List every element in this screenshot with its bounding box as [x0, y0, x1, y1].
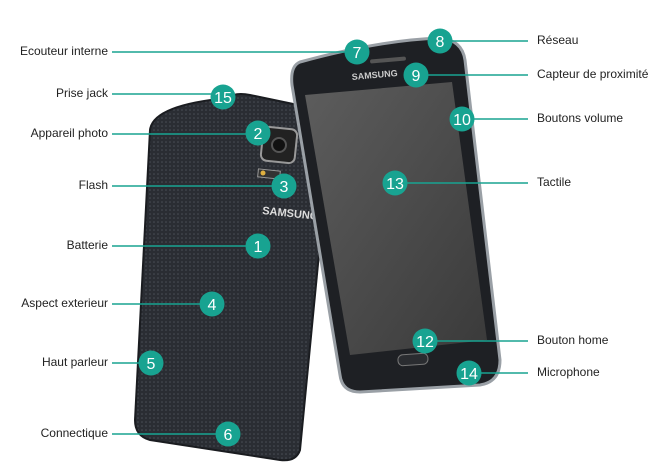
- callout-number: 10: [453, 112, 471, 129]
- callout-label: Connectique: [40, 426, 108, 440]
- callout-label: Flash: [78, 178, 108, 192]
- callout-label: Microphone: [537, 365, 600, 379]
- front-brand: SAMSUNG: [351, 68, 398, 82]
- callout-badge-13: 13: [382, 170, 408, 196]
- callout-label: Haut parleur: [41, 355, 108, 369]
- callout-number: 3: [280, 179, 289, 196]
- callout-badge-6: 6: [215, 421, 241, 447]
- callout-label: Batterie: [66, 238, 108, 252]
- callout-number: 1: [254, 239, 263, 256]
- callout-label: Bouton home: [537, 333, 609, 347]
- callout-badge-4: 4: [199, 291, 225, 317]
- callout-number: 6: [224, 427, 233, 444]
- callout-badge-3: 3: [271, 173, 297, 199]
- callout-badge-15: 15: [210, 84, 236, 110]
- front-phone: SAMSUNG: [290, 36, 502, 394]
- callout-label: Boutons volume: [537, 111, 624, 125]
- home-button: [397, 352, 429, 367]
- callout-label: Aspect exterieur: [21, 296, 108, 310]
- callout-badge-14: 14: [456, 360, 482, 386]
- callout-badge-5: 5: [138, 350, 164, 376]
- callout-number: 4: [208, 297, 217, 314]
- callout-badge-2: 2: [245, 120, 271, 146]
- callout-label: Appareil photo: [30, 126, 108, 140]
- callout-number: 5: [147, 356, 156, 373]
- callout-number: 8: [436, 34, 445, 51]
- callout-number: 2: [254, 126, 263, 143]
- callout-badge-1: 1: [245, 233, 271, 259]
- back-phone: SAMSUNG: [133, 93, 332, 462]
- callout-badge-9: 9: [403, 62, 429, 88]
- callout-label: Prise jack: [55, 86, 108, 100]
- callout-number: 13: [386, 176, 404, 193]
- callout-badge-10: 10: [449, 106, 475, 132]
- callout-number: 12: [416, 334, 434, 351]
- callout-label: Capteur de proximité: [537, 67, 649, 81]
- screen: [305, 82, 487, 355]
- callout-badge-12: 12: [412, 328, 438, 354]
- callout-number: 14: [460, 366, 478, 383]
- callout-number: 15: [214, 90, 232, 107]
- back-brand: SAMSUNG: [262, 205, 319, 223]
- callout-label: Ecouteur interne: [19, 44, 108, 58]
- callout-badge-8: 8: [427, 28, 453, 54]
- callout-badge-7: 7: [344, 39, 370, 65]
- callout-number: 9: [412, 68, 421, 85]
- callout-label: Réseau: [537, 33, 579, 47]
- callout-number: 7: [353, 45, 362, 62]
- callout-label: Tactile: [537, 175, 572, 189]
